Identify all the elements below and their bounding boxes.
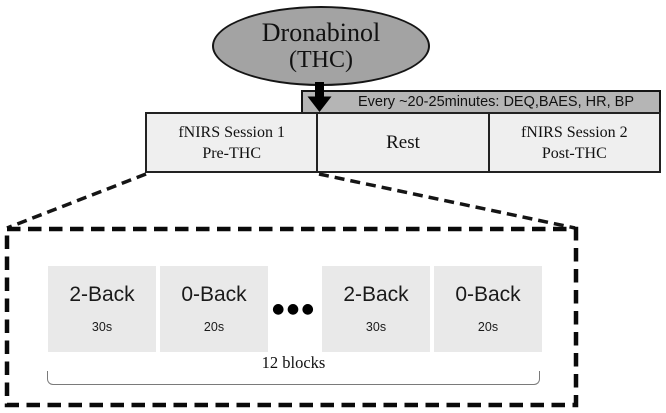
task-block-duration: 30s [365, 320, 387, 334]
session-1-title: fNIRS Session 1 [178, 123, 285, 141]
block-count-label: 12 blocks [261, 353, 326, 372]
measurement-schedule-bar: Every ~20-25minutes: DEQ,BAES, HR, BP [301, 90, 661, 114]
task-block-0back-1: 0-Back 20s [160, 266, 268, 352]
task-block-0back-2: 0-Back 20s [434, 266, 542, 352]
task-block-label: 0-Back [455, 283, 521, 306]
task-block-duration: 30s [91, 320, 113, 334]
drug-ellipse: Dronabinol (THC) [212, 6, 430, 86]
blocks-bracket [47, 371, 540, 385]
task-block-2back-2: 2-Back 30s [322, 266, 430, 352]
rest-label: Rest [386, 132, 420, 153]
task-block-2back-1: 2-Back 30s [48, 266, 156, 352]
session-1-subtitle: Pre-THC [202, 144, 261, 162]
timeline-box-rest: Rest [316, 112, 490, 173]
task-block-duration: 20s [477, 320, 499, 334]
zoom-connector-right [318, 172, 576, 230]
session-timeline: fNIRS Session 1 Pre-THC Rest fNIRS Sessi… [145, 112, 661, 173]
task-block-label: 2-Back [343, 283, 409, 306]
measurement-schedule-label: Every ~20-25minutes: DEQ,BAES, HR, BP [357, 94, 634, 110]
session-2-title: fNIRS Session 2 [520, 123, 628, 141]
drug-abbreviation: (THC) [289, 47, 353, 73]
session-2-subtitle: Post-THC [541, 144, 607, 162]
drug-name: Dronabinol [261, 18, 381, 47]
ellipsis-dots: ●●● [272, 301, 317, 317]
timeline-box-fnirs-session-2: fNIRS Session 2 Post-THC [487, 112, 661, 173]
task-block-label: 0-Back [181, 283, 247, 306]
task-block-duration: 20s [203, 320, 225, 334]
task-block-label: 2-Back [69, 283, 135, 306]
zoom-connector-left [6, 172, 147, 230]
timeline-box-fnirs-session-1: fNIRS Session 1 Pre-THC [145, 112, 319, 173]
